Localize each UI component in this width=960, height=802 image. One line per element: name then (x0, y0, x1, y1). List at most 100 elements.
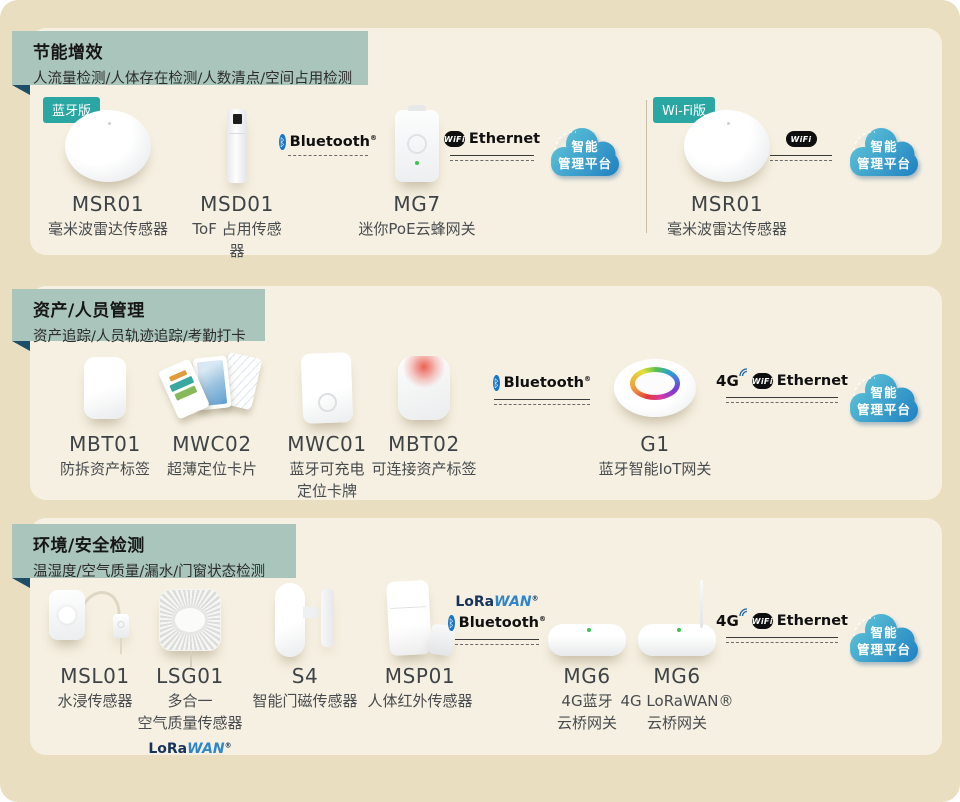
device-desc: 可连接资产标签 (371, 460, 477, 478)
device-desc: 毫米波雷达传感器 (47, 220, 168, 238)
ribbon-fold (12, 341, 30, 351)
mg6-gateway-image (638, 580, 716, 656)
device-mwc01: MWC01 蓝牙可充电 定位卡牌 (272, 352, 382, 503)
connection-line-dashed (455, 644, 539, 645)
section-title: 资产/人员管理 (33, 301, 145, 321)
cloud-icon (551, 128, 619, 176)
device-mbt02: MBT02 可连接资产标签 (362, 352, 486, 481)
device-name: MSP01 (384, 664, 456, 688)
signal-arcs-icon (739, 608, 747, 617)
section-subtitle: 资产追踪/人员轨迹追踪/考勤打卡 (33, 329, 246, 345)
section-title: 环境/安全检测 (33, 536, 145, 556)
device-name: MBT01 (69, 432, 141, 456)
device-name: MWC01 (287, 432, 367, 456)
device-desc: 定位卡牌 (296, 481, 357, 500)
ethernet-label: Ethernet (776, 373, 848, 389)
connector-4g-wifi-ethernet-3: 4G WiFi Ethernet (716, 608, 848, 643)
device-desc: 4G蓝牙 (561, 692, 613, 710)
wifi-icon: WiFi (751, 373, 773, 389)
ethernet-label: Ethernet (468, 131, 541, 147)
section-title: 节能增效 (33, 43, 103, 63)
connection-line-solid (455, 639, 539, 640)
device-msr01-bt: MSR01 毫米波雷达传感器 (46, 108, 170, 241)
cloud-icon (850, 374, 918, 422)
ribbon-fold (12, 85, 30, 95)
4g-label: 4G (716, 368, 748, 390)
msd01-tof-sensor-image (227, 109, 247, 183)
bluetooth-icon: ᛒ (279, 134, 286, 150)
device-desc: 空气质量传感器 (137, 713, 243, 732)
section-energy-ribbon: 节能增效 人流量检测/人体存在检测/人数清点/空间占用检测 (12, 31, 368, 87)
connector-bluetooth-2: ᛒ Bluetooth® (493, 374, 591, 405)
connection-line-solid (450, 155, 534, 156)
section-subtitle: 人流量检测/人体存在检测/人数清点/空间占用检测 (33, 71, 353, 87)
device-desc: 水浸传感器 (57, 692, 133, 710)
msl01-leak-sensor-image (47, 584, 143, 656)
lsg01-air-sensor-image (159, 589, 221, 667)
mg7-gateway-image (395, 105, 439, 182)
bluetooth-label: Bluetooth® (289, 134, 377, 150)
mbt01-tag-image (84, 357, 126, 419)
msr01-radar-sensor-image (65, 110, 151, 182)
connector-wifi-ethernet-1: WiFi Ethernet (443, 130, 540, 161)
device-name: S4 (291, 664, 319, 688)
badge-wifi-version: Wi-Fi版 (653, 97, 716, 123)
device-msd01: MSD01 ToF 占用传感器 (185, 108, 289, 263)
connection-line-dashed (770, 160, 832, 161)
s4-door-sensor-image (273, 581, 337, 659)
connector-bluetooth-1: ᛒ Bluetooth® (279, 133, 377, 156)
device-mg6-bluetooth: MG6 4G蓝牙 云桥网关 (527, 584, 647, 735)
device-msl01: MSL01 水浸传感器 (33, 584, 157, 713)
connection-line-solid (494, 399, 590, 400)
mg6-gateway-image (548, 624, 626, 656)
g1-gateway-image (614, 359, 696, 417)
cloud-label: 智能管理平台 (557, 139, 612, 171)
device-desc: 蓝牙智能IoT网关 (598, 460, 712, 478)
cloud-label: 智能管理平台 (856, 385, 911, 417)
device-desc: 防拆资产标签 (59, 460, 150, 478)
mbt02-tag-image (398, 356, 450, 420)
device-name: MSR01 (690, 192, 764, 216)
device-mbt01: MBT01 防拆资产标签 (43, 352, 167, 481)
4g-label: 4G (716, 608, 748, 630)
device-name: G1 (640, 432, 670, 456)
lorawan-logo: LoRaWAN® (148, 740, 232, 757)
device-g1: G1 蓝牙智能IoT网关 (585, 352, 725, 481)
section-asset-ribbon: 资产/人员管理 资产追踪/人员轨迹追踪/考勤打卡 (12, 289, 265, 345)
cloud-platform: 智能管理平台 (845, 610, 923, 670)
device-name: LSG01 (156, 664, 224, 688)
antenna (700, 580, 703, 628)
connector-lorawan-bluetooth: LoRaWAN® ᛒ Bluetooth® (448, 594, 546, 645)
device-desc: 迷你PoE云蜂网关 (358, 220, 476, 238)
mwc02-cards-image (157, 351, 263, 421)
cloud-platform: 智能管理平台 (845, 370, 923, 430)
device-desc: 4G LoRaWAN® (620, 692, 734, 710)
device-name: MSL01 (60, 664, 130, 688)
connector-4g-wifi-ethernet-2: 4G WiFi Ethernet (716, 368, 848, 403)
connection-line-dashed (450, 160, 534, 161)
device-desc: 超薄定位卡片 (166, 460, 257, 478)
device-name: MG7 (393, 192, 441, 216)
device-name: MG6 (653, 664, 701, 688)
bluetooth-icon: ᛒ (448, 615, 455, 631)
connection-line-solid (770, 155, 832, 156)
device-name: MG6 (563, 664, 611, 688)
ribbon-fold (12, 578, 30, 588)
wifi-icon: WiFi (785, 131, 817, 147)
device-lsg01: LSG01 多合一 空气质量传感器 LoRaWAN® (128, 584, 252, 757)
device-desc: 毫米波雷达传感器 (666, 220, 787, 238)
connection-line-solid (726, 397, 838, 398)
section-subtitle: 温湿度/空气质量/漏水/门窗状态检测 (33, 564, 266, 580)
connection-line-solid (726, 637, 838, 638)
connection-line-dashed (726, 642, 838, 643)
wifi-icon: WiFi (443, 131, 465, 147)
divider-line (646, 100, 647, 233)
device-name: MSR01 (71, 192, 145, 216)
connector-wifi-2: WiFi (770, 130, 832, 161)
bluetooth-label: Bluetooth® (458, 615, 546, 631)
device-desc: 云桥网关 (646, 713, 707, 732)
signal-arcs-icon (739, 368, 747, 377)
device-mg6-lorawan: MG6 4G LoRaWAN® 云桥网关 (607, 580, 747, 735)
connection-line-dashed (288, 155, 368, 156)
